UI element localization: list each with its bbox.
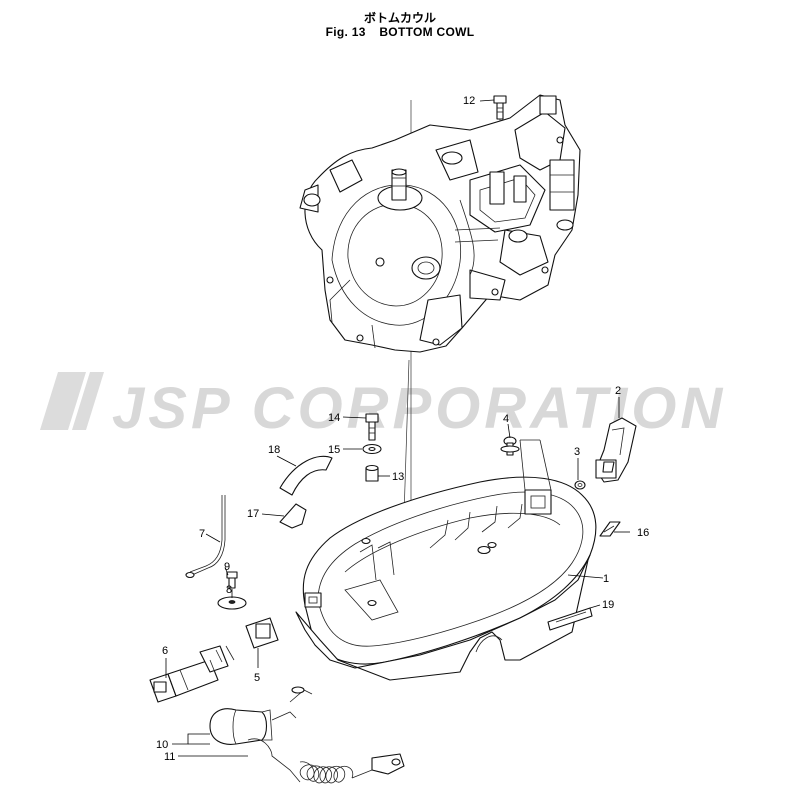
callout-3: 3 <box>574 446 580 458</box>
part-7-wire-lead <box>185 495 226 579</box>
callout-leaders <box>165 99 630 757</box>
part-17-seal <box>279 503 307 529</box>
callout-5: 5 <box>254 672 260 684</box>
engine-powerhead <box>299 94 581 353</box>
part-12-bolt <box>493 95 507 120</box>
callout-14: 14 <box>328 412 340 424</box>
figure-title: Fig. 13 BOTTOM COWL <box>0 25 800 39</box>
figure-name: BOTTOM COWL <box>379 25 475 39</box>
callout-1: 1 <box>603 573 609 585</box>
part-9-screw <box>226 571 238 589</box>
part-19-label <box>547 607 593 631</box>
part-3-grommet <box>574 480 586 490</box>
callout-9: 9 <box>224 561 230 573</box>
callout-6: 6 <box>162 645 168 657</box>
callout-16: 16 <box>637 527 649 539</box>
part-10-lock-plate <box>209 686 313 745</box>
part-16-label <box>599 521 621 537</box>
part-15-washer <box>362 443 382 455</box>
figure-number: Fig. 13 <box>325 25 366 39</box>
callout-labels: 1 2 3 4 5 6 7 8 9 10 11 12 13 14 15 16 1… <box>156 95 649 763</box>
part-6-stop-switch <box>149 645 235 703</box>
callout-10: 10 <box>156 739 168 751</box>
callout-8: 8 <box>226 584 232 596</box>
part-8-washer <box>217 596 247 610</box>
part-1-bottom-cowl <box>295 439 597 681</box>
callout-17: 17 <box>247 508 259 520</box>
part-2-bracket <box>595 417 637 483</box>
callout-19: 19 <box>602 599 614 611</box>
callout-12: 12 <box>463 95 475 107</box>
figure-title-japanese: ボトムカウル <box>363 11 436 25</box>
part-5-grommet <box>245 617 279 649</box>
callout-2: 2 <box>615 385 621 397</box>
callout-15: 15 <box>328 444 340 456</box>
part-4-screw <box>500 436 520 456</box>
callout-18: 18 <box>268 444 280 456</box>
part-13-collar <box>365 464 379 482</box>
part-11-lanyard <box>247 738 405 784</box>
callout-13: 13 <box>392 471 404 483</box>
callout-11: 11 <box>164 751 175 763</box>
callout-4: 4 <box>503 413 509 425</box>
part-18-seal <box>279 455 333 496</box>
callout-7: 7 <box>199 528 205 540</box>
watermark-logo-icon <box>40 372 104 430</box>
